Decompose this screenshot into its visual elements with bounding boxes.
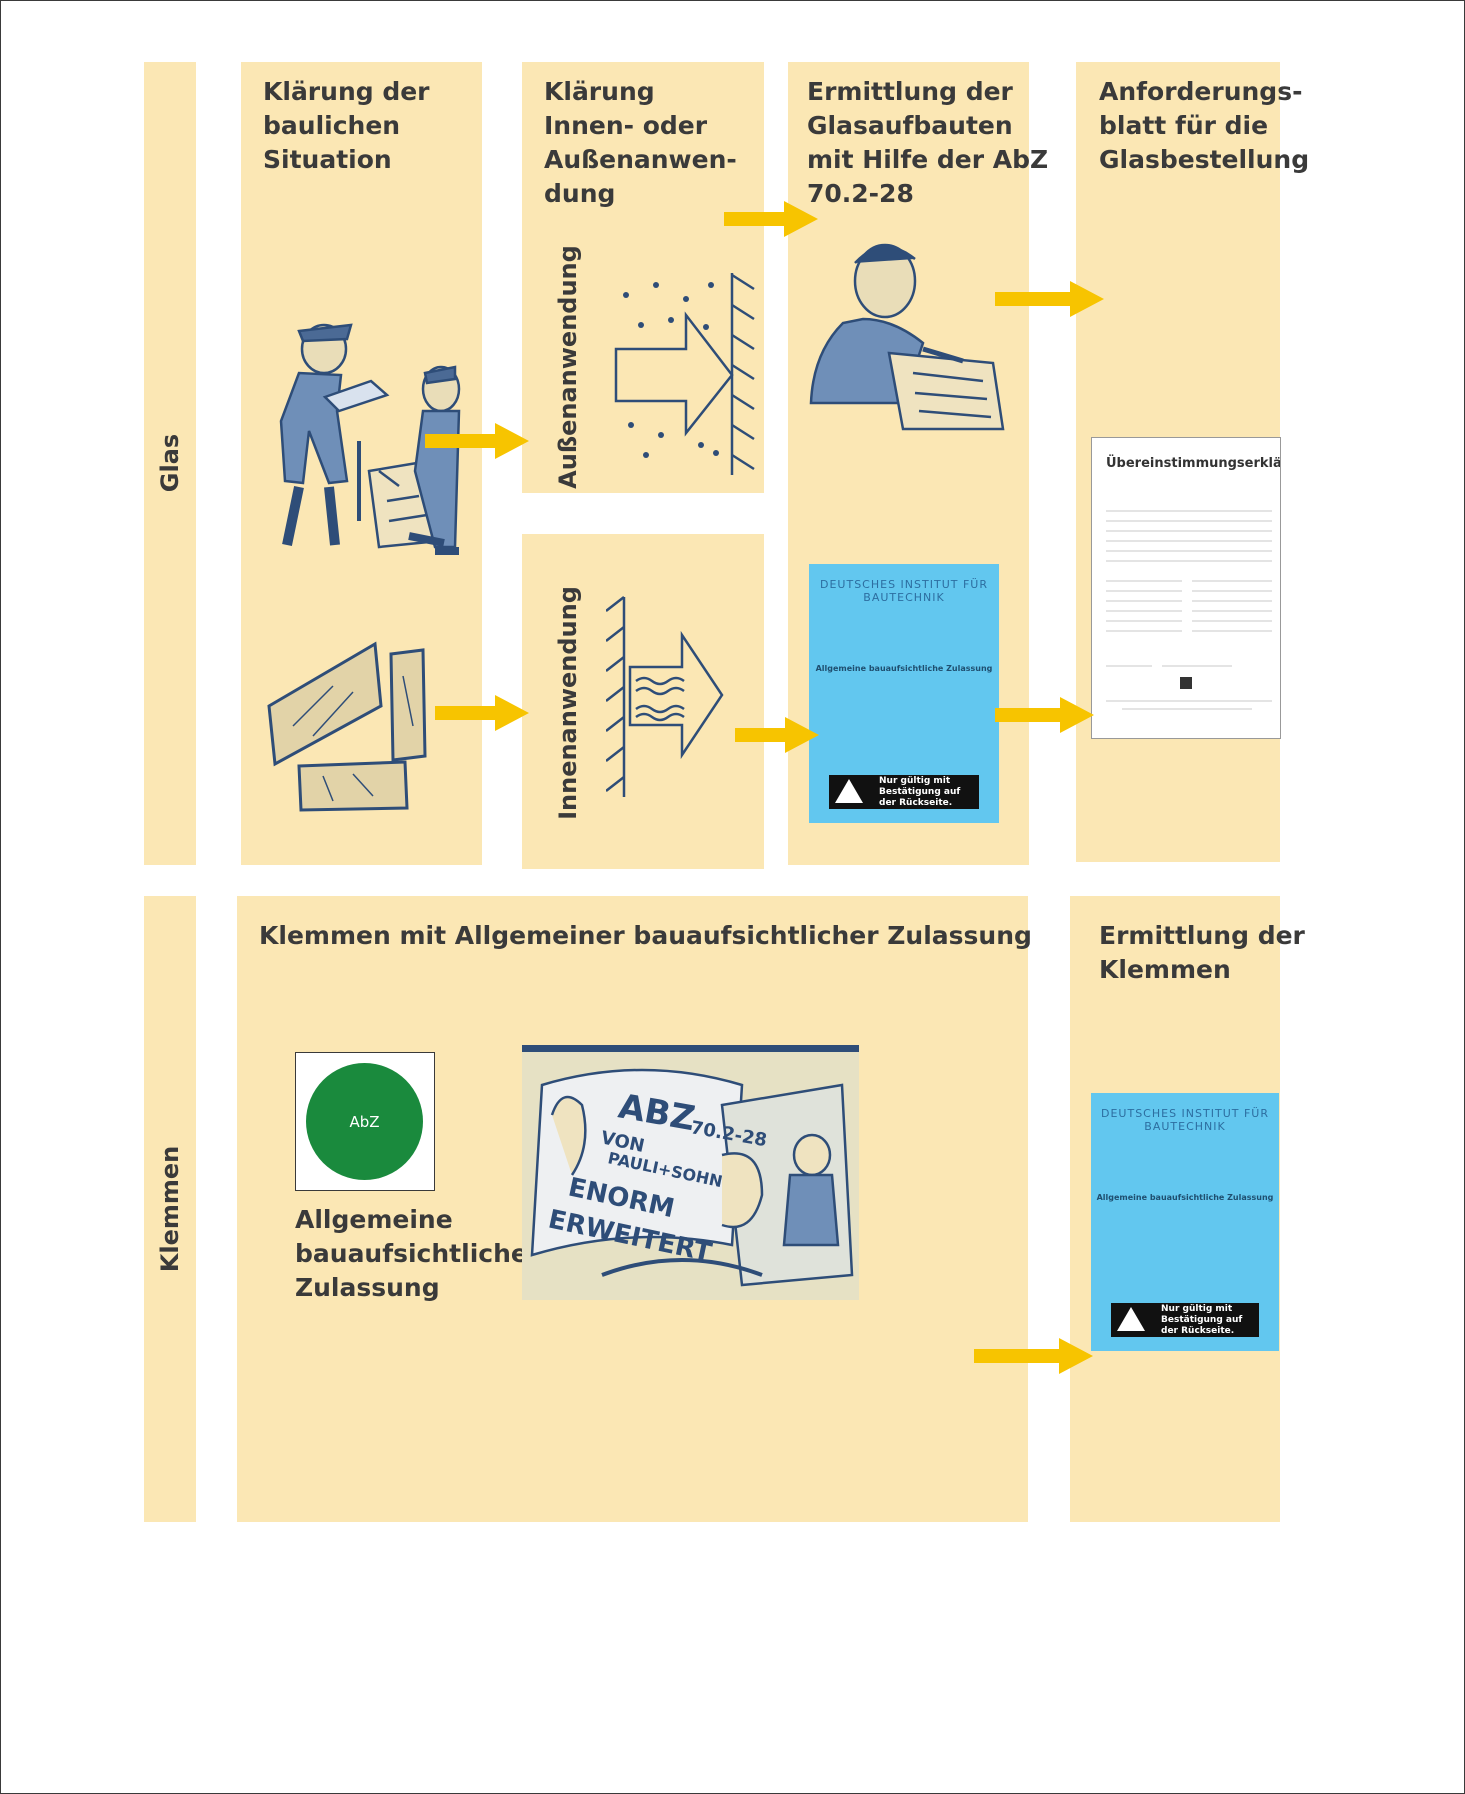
step-title-glasaufbau: Ermittlung der Glasaufbauten mit Hilfe d… [807, 77, 1049, 208]
arrow-klemmen-to-certificate [974, 1338, 1093, 1374]
arrow-panes-to-innen [435, 695, 529, 731]
panel-aussen [522, 62, 764, 493]
step-title-anwendung: Klärung Innen- oder Außenanwen- dung [544, 77, 737, 208]
certificate-institute: DEUTSCHES INSTITUT FÜR BAUTECHNIK [820, 578, 988, 604]
step-title-situation: Klärung der baulichen Situation [263, 77, 430, 174]
certificate-warning-text-2: Nur gültig mit Bestätigung auf der Rücks… [1161, 1303, 1243, 1336]
row-label-klemmen: Klemmen [156, 1145, 184, 1273]
row-label-glas-panel [144, 62, 196, 865]
certificate-warning-text: Nur gültig mit Bestätigung auf der Rücks… [879, 775, 961, 808]
arrow-innen-to-certificate [735, 717, 819, 753]
step-title-klemmen-ermittlung: Ermittlung der Klemmen [1099, 921, 1305, 984]
innen-air-icon [606, 596, 724, 797]
declaration-title: Übereinstimmungserklärung [1106, 456, 1281, 471]
warning-icon-2 [1117, 1307, 1145, 1331]
certificate-institute-2: DEUTSCHES INSTITUT FÜR BAUTECHNIK [1101, 1107, 1269, 1133]
certificate-warning-2: Nur gültig mit Bestätigung auf der Rücks… [1111, 1303, 1259, 1337]
abz-badge-caption: Allgemeine bauaufsichtliche Zulassung [295, 1205, 528, 1302]
declaration-text-lines [1106, 510, 1272, 710]
step-title-anforderung: Anforderungs- blatt für die Glasbestellu… [1099, 77, 1310, 174]
label-aussenanwendung: Außenanwendung [554, 245, 582, 489]
abz-certificate-glas: DEUTSCHES INSTITUT FÜR BAUTECHNIK Allgem… [809, 564, 999, 823]
row-label-glas: Glas [156, 433, 184, 493]
cartoon-drawing: ABZ 70.2-28 VON PAULI+SOHN ENORM ERWEITE… [522, 1045, 859, 1287]
declaration-document: Übereinstimmungserklärung [1091, 437, 1281, 739]
certificate-title: Allgemeine bauaufsichtliche Zulassung [815, 664, 993, 673]
arrow-aussen-to-glasaufbau [724, 201, 818, 237]
row-label-klemmen-panel [144, 896, 196, 1522]
warning-icon [835, 779, 863, 803]
abz-badge: AbZ [306, 1063, 423, 1180]
glass-panes-sketch [267, 641, 427, 812]
abz-certificate-klemmen: DEUTSCHES INSTITUT FÜR BAUTECHNIK Allgem… [1091, 1093, 1279, 1351]
aussen-rain-icon [614, 273, 755, 475]
label-innenanwendung: Innenanwendung [554, 586, 582, 820]
engineer-sketch [809, 243, 1005, 431]
step-title-klemmen-abz: Klemmen mit Allgemeiner bauaufsichtliche… [259, 921, 1032, 950]
arrow-glasaufbau-to-anforderung [995, 281, 1104, 317]
abz-cartoon: ABZ 70.2-28 VON PAULI+SOHN ENORM ERWEITE… [522, 1045, 859, 1300]
certificate-title-2: Allgemeine bauaufsichtliche Zulassung [1096, 1193, 1274, 1202]
arrow-certificate-to-declaration [995, 697, 1094, 733]
certificate-warning: Nur gültig mit Bestätigung auf der Rücks… [829, 775, 979, 809]
arrow-situation-to-aussen [425, 423, 529, 459]
workers-sketch [279, 323, 461, 555]
